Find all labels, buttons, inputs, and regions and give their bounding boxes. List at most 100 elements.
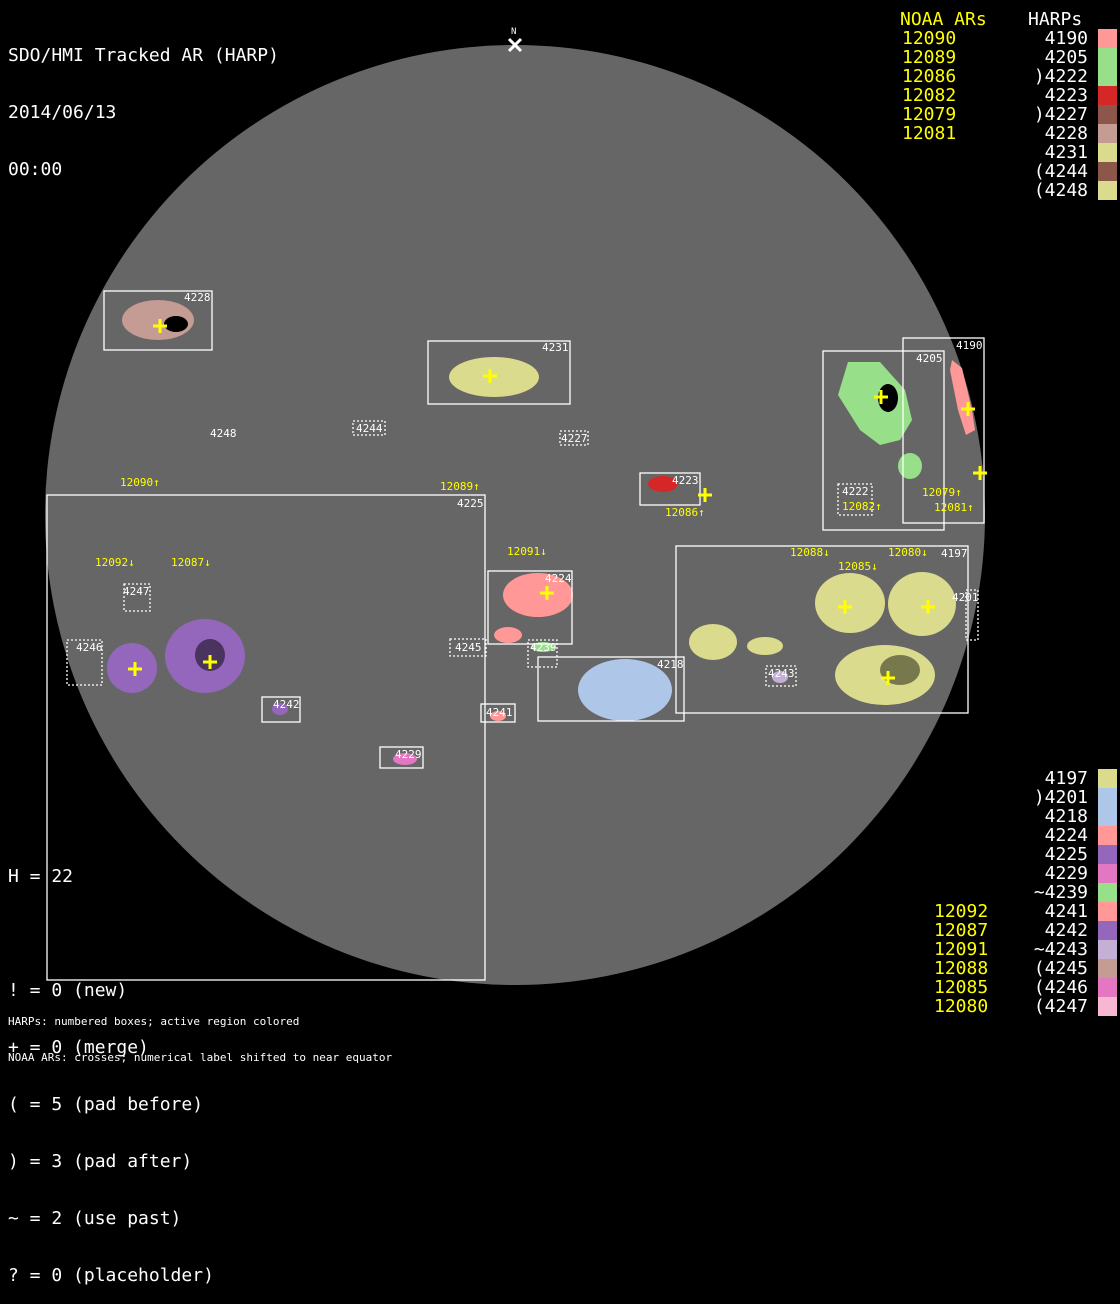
harp-label: 4247	[123, 585, 150, 598]
legend-row: (4248	[890, 181, 1120, 200]
region-4222	[898, 453, 922, 479]
harp-label: 4244	[356, 422, 383, 435]
legend-row: (4244	[890, 162, 1120, 181]
noaa-number: 12091	[934, 939, 989, 960]
region-4197-a	[689, 624, 737, 660]
harp-number: )4222	[1033, 66, 1088, 87]
harp-number: (4245	[1033, 958, 1088, 979]
color-swatch	[1098, 902, 1117, 921]
harp-box-4229	[379, 746, 424, 769]
harp-label: 4246	[76, 641, 103, 654]
harp-label: 4223	[672, 474, 699, 487]
region-4224	[503, 573, 573, 617]
cross-icon	[874, 390, 888, 404]
noaa-number: 12088	[934, 958, 989, 979]
footer-notes: HARPs: numbered boxes; active region col…	[8, 992, 392, 1076]
harp-label: 4224	[545, 572, 572, 585]
sunspot	[880, 655, 920, 685]
color-swatch	[1098, 921, 1117, 940]
harp-box-4222	[837, 483, 873, 516]
harp-box-4227	[559, 430, 589, 446]
color-swatch	[1098, 29, 1117, 48]
harp-label: 4239	[530, 641, 557, 654]
active-regions	[107, 300, 975, 765]
sunspot	[164, 316, 188, 332]
harp-box-4244	[352, 420, 386, 436]
footer-line: HARPs: numbered boxes; active region col…	[8, 1015, 300, 1028]
harp-label: 4228	[184, 291, 211, 304]
legend-row: 4197	[890, 769, 1120, 788]
region-4243	[772, 671, 788, 683]
harp-label: 4190	[956, 339, 983, 352]
cross-icon	[483, 369, 497, 383]
color-swatch	[1098, 883, 1117, 902]
cross-icon	[973, 466, 987, 480]
region-4197-c	[815, 573, 885, 633]
harp-number: (4244	[1033, 161, 1088, 182]
harp-number: )4201	[1033, 787, 1088, 808]
color-swatch	[1098, 181, 1117, 200]
color-swatch	[1098, 67, 1117, 86]
color-swatch	[1098, 105, 1117, 124]
stat-line: ( = 5 (pad before)	[8, 1094, 204, 1115]
stat-line: ! = 0 (new)	[8, 980, 128, 1001]
cross-icon	[921, 600, 935, 614]
color-swatch	[1098, 162, 1117, 181]
north-marker-icon: N	[507, 27, 523, 53]
noaa-label: 12089↑	[440, 480, 480, 493]
noaa-number: 12079	[902, 104, 957, 125]
noaa-label: 12079↑	[922, 486, 962, 499]
header: SDO/HMI Tracked AR (HARP) 2014/06/13 00:…	[8, 8, 279, 198]
harp-label: 4218	[657, 658, 684, 671]
harp-number: 4218	[1044, 806, 1088, 827]
cross-icon	[203, 655, 217, 669]
harp-box-4225	[46, 494, 486, 981]
harp-label: 4225	[457, 497, 484, 510]
harp-box-4228	[103, 290, 213, 351]
legend-row: ~4239	[890, 883, 1120, 902]
region-4190	[950, 360, 975, 435]
harp-label: 4227	[561, 432, 588, 445]
legend-row: 12086)4222	[890, 67, 1120, 86]
harp-label: 4231	[542, 341, 569, 354]
legend-row: 12080(4247	[890, 997, 1120, 1016]
color-swatch	[1098, 940, 1117, 959]
harp-box-4223	[639, 472, 701, 506]
harp-number: (4247	[1033, 996, 1088, 1017]
noaa-header: NOAA ARs	[900, 9, 987, 30]
color-swatch	[1098, 788, 1117, 807]
noaa-label: 12086↑	[665, 506, 705, 519]
region-4224-b	[494, 627, 522, 643]
harp-number: ~4243	[1033, 939, 1088, 960]
legend-row: 12085(4246	[890, 978, 1120, 997]
noaa-label: 12087↓	[171, 556, 211, 569]
legend-row: 12091 ~4243	[890, 940, 1120, 959]
noaa-number: 12090	[902, 28, 957, 49]
harp-number: )4227	[1033, 104, 1088, 125]
spacer	[8, 924, 214, 943]
harp-label: 4241	[486, 706, 513, 719]
harp-number: 4190	[1044, 28, 1088, 49]
harp-number: 4241	[1044, 901, 1088, 922]
harp-label: 4245	[455, 641, 482, 654]
noaa-label: 12082↑	[842, 500, 882, 513]
color-swatch	[1098, 143, 1117, 162]
color-swatch	[1098, 864, 1117, 883]
harp-number: 4228	[1044, 123, 1088, 144]
harp-box-4205	[822, 350, 945, 531]
region-4197-b	[747, 637, 783, 655]
color-swatch	[1098, 845, 1117, 864]
cross-icon	[881, 671, 895, 685]
harp-box-4190	[902, 337, 985, 524]
legend-row: 4218	[890, 807, 1120, 826]
harp-box-4245	[449, 638, 487, 657]
harp-label: 4229	[395, 748, 422, 761]
noaa-number: 12085	[934, 977, 989, 998]
harp-box-4243	[765, 665, 797, 687]
harp-box-4201	[965, 589, 979, 641]
